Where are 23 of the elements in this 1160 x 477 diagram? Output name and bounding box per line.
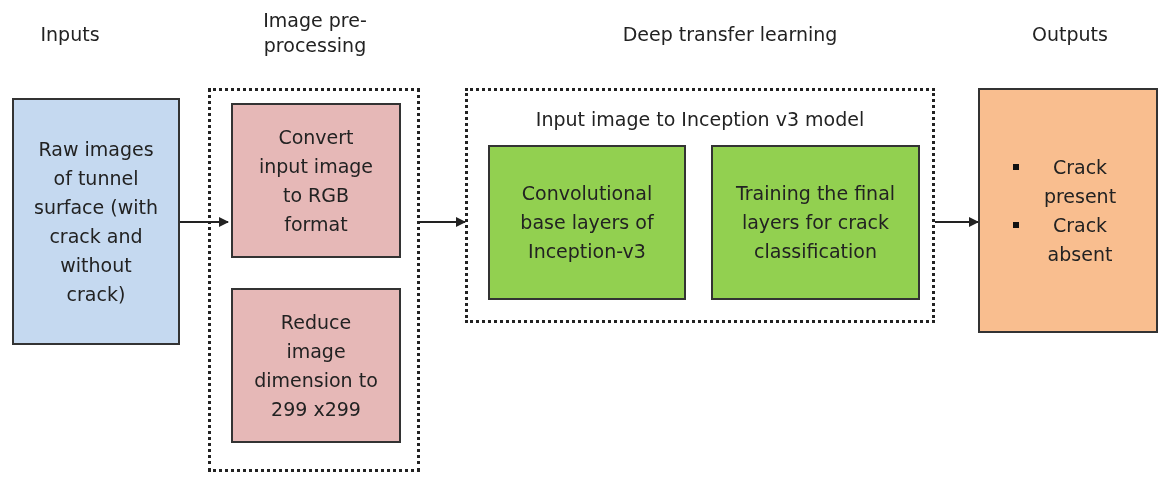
box-text: Training the final layers for crack classification [734,181,897,264]
box-text: Reduce image dimension to 299 x299 [253,309,379,422]
box-text: Crack absent [1046,212,1114,267]
group-box [465,88,935,323]
arrow [179,217,229,227]
group-box [208,88,420,472]
input-box [12,98,180,345]
output-box [978,88,1158,333]
group-title: Input image to Inception v3 model [534,107,866,132]
column-heading: Outputs [1031,22,1109,47]
arrow [419,217,466,227]
box-text: Convolutional base layers of Inception-v3 [519,181,655,264]
column-heading: Inputs [39,22,101,47]
process-box [231,103,401,258]
box-text: Raw images of tunnel surface (with crack and without crack) [33,136,159,307]
box-text: Convert input image to RGB format [257,124,375,237]
process-box [488,145,686,300]
arrow [934,217,979,227]
column-heading: Image pre-processing [262,8,368,58]
process-box [711,145,920,300]
column-heading: Deep transfer learning [621,22,839,47]
process-box [231,288,401,443]
box-text: Crack present [1042,154,1118,209]
